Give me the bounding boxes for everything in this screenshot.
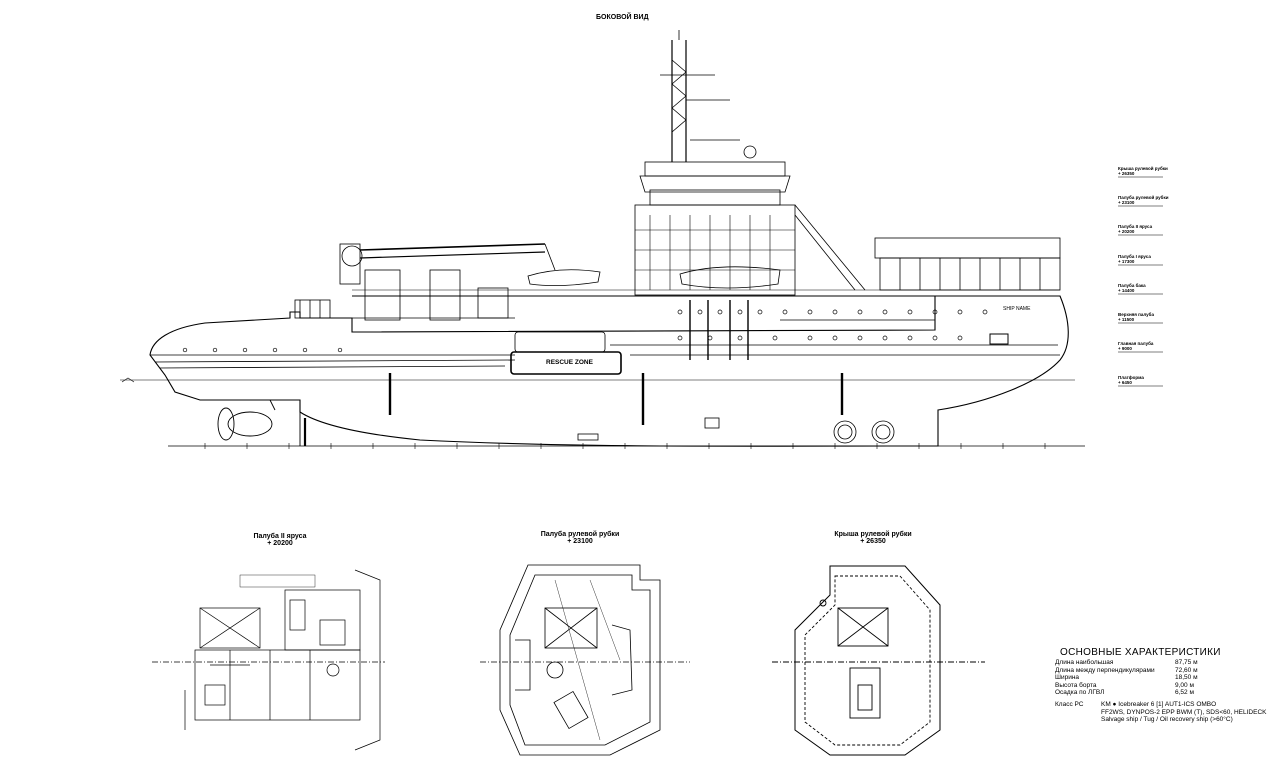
level-label-upper-deck: Верхняя палуба+ 11500 (1118, 312, 1154, 322)
spec-value: 6,52 м (1175, 689, 1194, 696)
class-line: Salvage ship / Tug / Oil recovery ship (… (1101, 716, 1233, 723)
level-label-forecastle: Палуба бака+ 14400 (1118, 283, 1146, 293)
plan-title-deck-2: Палуба II яруса+ 20200 (253, 533, 307, 547)
thrusters (833, 420, 895, 444)
plan-title-wheelhouse-roof: Крыша рулевой рубки+ 26350 (834, 531, 912, 545)
spec-label: Высота борта (1055, 681, 1097, 689)
portholes (182, 309, 988, 353)
spec-label: Осадка по ЛГВЛ (1055, 689, 1105, 696)
specs-heading: ОСНОВНЫЕ ХАРАКТЕРИСТИКИ (1060, 647, 1221, 658)
spec-value: 72,60 м (1175, 666, 1198, 674)
crane (339, 243, 556, 321)
plan-wheelhouse-deck (480, 564, 690, 756)
level-label-wheelhouse-deck: Палуба рулевой рубки+ 23100 (1118, 195, 1169, 205)
level-label-wheelhouse-roof: Крыша рулевой рубки+ 26350 (1118, 166, 1168, 176)
level-lines (1118, 176, 1163, 387)
side-view-title: БОКОВОЙ ВИД (596, 14, 649, 21)
spec-value: 9,00 м (1175, 681, 1194, 689)
mast (660, 30, 740, 162)
superstructure (634, 145, 866, 296)
side-view (120, 30, 1085, 449)
spec-label: Длина наибольшая (1055, 659, 1114, 666)
rescue-zone-label: RESCUE ZONE (546, 359, 593, 366)
spec-value: 87,75 м (1175, 659, 1198, 666)
fore-deck (874, 237, 1061, 291)
level-label-deck-2: Палуба II яруса+ 20200 (1118, 224, 1153, 234)
level-label-main-deck: Главная палуба+ 9000 (1118, 341, 1154, 351)
lifeboat (527, 266, 781, 289)
spec-label: Ширина (1055, 674, 1080, 681)
plan-title-wheelhouse-deck: Палуба рулевой рубки+ 23100 (540, 531, 620, 545)
level-label-platform: Платформа+ 6450 (1118, 375, 1144, 385)
spec-value: 18,50 м (1175, 674, 1198, 681)
plan-wheelhouse-roof (772, 565, 985, 756)
class-line: KM ● Icebreaker 6 [1] AUT1-ICS OMBO (1101, 701, 1217, 708)
class-line: FF2WS, DYNPOS-2 EPP BWM (T), SDS<60, HEL… (1101, 708, 1267, 716)
ship-name-label: SHIP NAME (1003, 306, 1031, 312)
spec-label: Длина между перпендикулярами (1055, 666, 1155, 674)
class-label: Класс РС (1055, 701, 1084, 708)
plan-deck-2 (152, 569, 385, 751)
propeller (217, 399, 307, 446)
level-label-deck-1: Палуба I яруса+ 17300 (1118, 254, 1151, 264)
